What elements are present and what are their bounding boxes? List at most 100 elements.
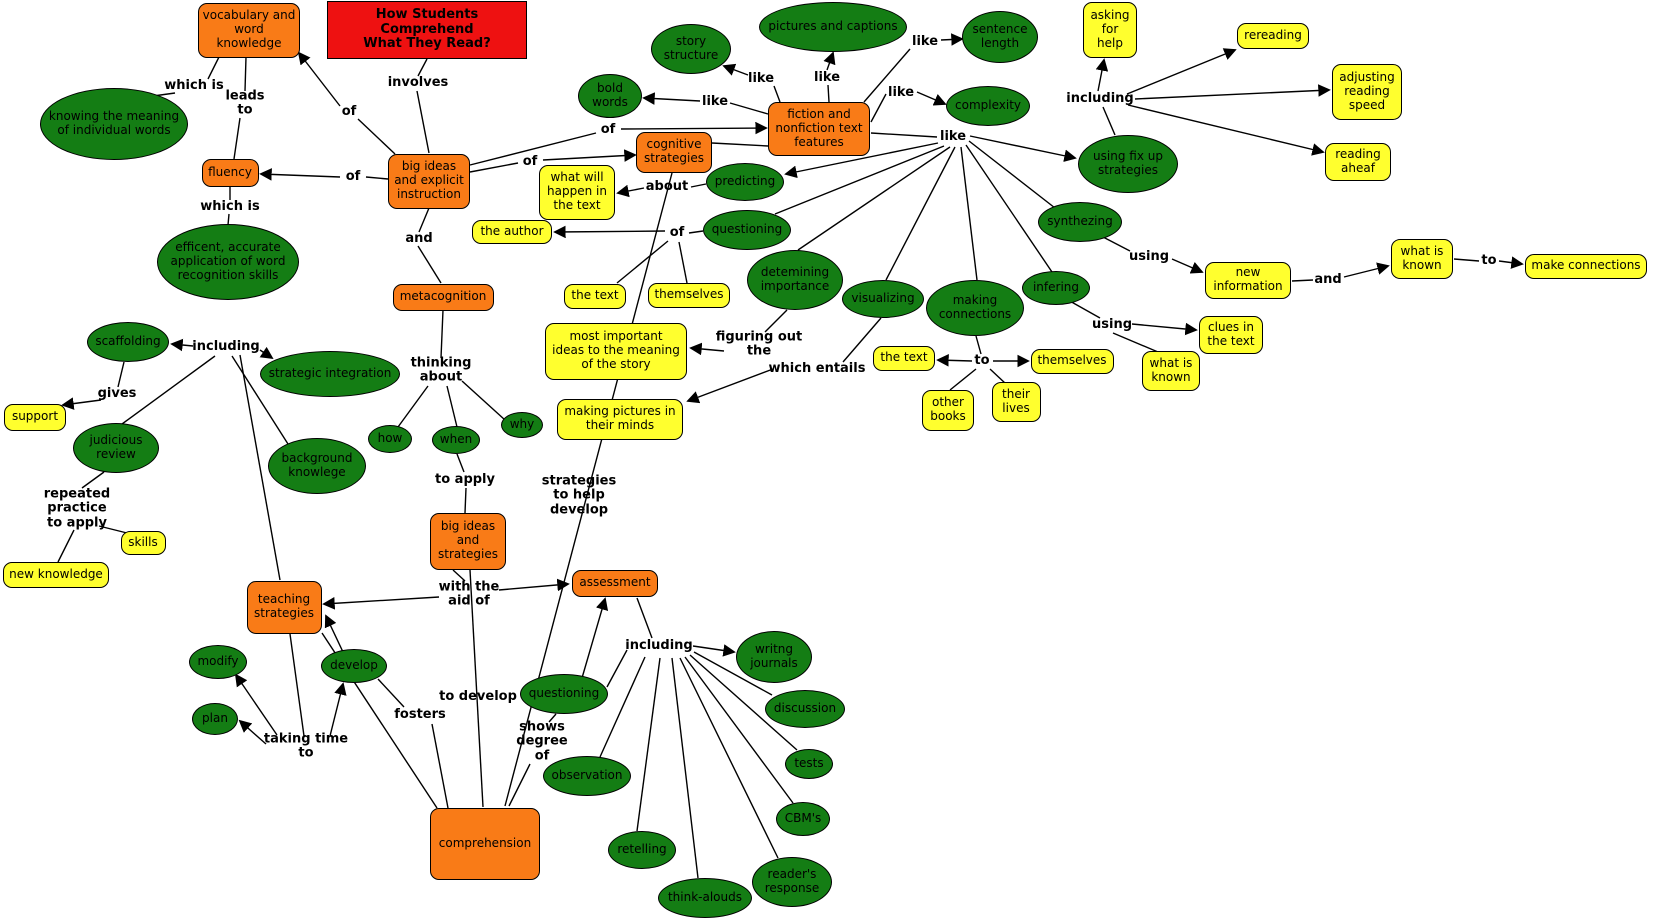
link-label-like-sentence[interactable]: like — [911, 33, 939, 49]
link-label-like-fan[interactable]: like — [939, 128, 967, 144]
link-label-strategies-to-help-develop[interactable]: strategies to help develop — [541, 473, 617, 518]
node-bold-words[interactable]: bold words — [578, 74, 642, 118]
node-make-connections[interactable]: make connections — [1525, 253, 1647, 279]
link-label-to-what-is-known[interactable]: to — [1481, 252, 1497, 268]
link-label-figuring-out-the[interactable]: figuring out the — [715, 329, 803, 359]
node-what-is-known-lower[interactable]: what is known — [1142, 351, 1200, 391]
link-label-to-develop[interactable]: to develop — [439, 688, 517, 704]
node-think-alouds[interactable]: think-alouds — [658, 878, 752, 918]
link-label-taking-time-to[interactable]: taking time to — [263, 731, 349, 761]
link-label-like-pictures[interactable]: like — [813, 69, 841, 85]
node-tests[interactable]: tests — [785, 749, 833, 779]
node-synthezing[interactable]: synthezing — [1038, 202, 1122, 242]
node-observation[interactable]: observation — [543, 756, 631, 796]
node-cognitive-strategies[interactable]: cognitive strategies — [636, 131, 712, 173]
node-detemining-importance[interactable]: detemining importance — [747, 250, 843, 310]
node-the-text-upper[interactable]: the text — [564, 283, 626, 309]
node-the-text-right[interactable]: the text — [873, 345, 935, 371]
node-support[interactable]: support — [4, 403, 66, 431]
node-most-important-ideas[interactable]: most important ideas to the meaning of t… — [545, 322, 687, 380]
node-focus-question[interactable]: How Students Comprehend What They Read? — [327, 1, 527, 59]
link-label-which-is-2[interactable]: which is — [200, 198, 260, 214]
link-label-repeated-practice[interactable]: repeated practice to apply — [43, 486, 111, 531]
node-why[interactable]: why — [501, 412, 543, 438]
node-making-connections[interactable]: making connections — [926, 280, 1024, 336]
node-predicting[interactable]: predicting — [706, 163, 784, 201]
link-label-leads-to[interactable]: leads to — [225, 88, 265, 118]
link-label-using-synthezing[interactable]: using — [1128, 248, 1170, 264]
node-themselves-right[interactable]: themselves — [1030, 348, 1114, 374]
node-using-fix-up-strategies[interactable]: using fix up strategies — [1078, 135, 1178, 193]
node-other-books[interactable]: other books — [922, 389, 974, 431]
node-modify[interactable]: modify — [189, 645, 247, 679]
link-label-which-entails[interactable]: which entails — [768, 360, 866, 376]
node-knowing-meaning[interactable]: knowing the meaning of individual words — [40, 88, 188, 160]
node-strategic-integration[interactable]: strategic integration — [260, 351, 400, 397]
node-sentence-length[interactable]: sentence length — [962, 11, 1038, 63]
node-what-will-happen[interactable]: what will happen in the text — [539, 164, 615, 220]
node-scaffolding[interactable]: scaffolding — [87, 322, 169, 362]
node-the-author[interactable]: the author — [472, 220, 552, 244]
node-rereading[interactable]: rereading — [1237, 23, 1309, 49]
node-what-is-known-top[interactable]: what is known — [1391, 239, 1453, 279]
link-label-including-right[interactable]: including — [1066, 90, 1134, 106]
link-label-which-is-1[interactable]: which is — [164, 77, 224, 93]
link-label-gives[interactable]: gives — [97, 385, 137, 401]
link-label-of-vocab[interactable]: of — [341, 103, 357, 119]
link-label-about[interactable]: about — [645, 178, 689, 194]
node-discussion[interactable]: discussion — [765, 690, 845, 728]
node-fluency[interactable]: fluency — [201, 159, 259, 187]
node-their-lives[interactable]: their lives — [991, 382, 1041, 422]
link-label-of-cognitive[interactable]: of — [522, 153, 538, 169]
node-vocabulary-word-knowledge[interactable]: vocabulary and word knowledge — [198, 2, 300, 58]
node-develop[interactable]: develop — [321, 649, 387, 683]
node-questioning-bottom[interactable]: questioning — [520, 674, 608, 714]
link-label-to-apply[interactable]: to apply — [435, 471, 495, 487]
link-label-including-bottom[interactable]: including — [625, 637, 693, 653]
node-questioning-upper[interactable]: questioning — [703, 210, 791, 250]
node-how[interactable]: how — [368, 425, 412, 453]
node-pictures-and-captions[interactable]: pictures and captions — [759, 2, 907, 52]
node-fiction-nonfiction-text-features[interactable]: fiction and nonfiction text features — [768, 102, 870, 156]
node-comprehension[interactable]: comprehension — [430, 808, 540, 880]
link-label-shows-degree-of[interactable]: shows degree of — [516, 719, 568, 764]
node-when[interactable]: when — [432, 426, 480, 454]
node-big-ideas-explicit-instruction[interactable]: big ideas and explicit instruction — [388, 153, 470, 209]
node-teaching-strategies[interactable]: teaching strategies — [246, 580, 322, 634]
link-label-of-questioning[interactable]: of — [669, 224, 685, 240]
node-efficent-accurate[interactable]: efficent, accurate application of word r… — [157, 224, 299, 300]
node-plan[interactable]: plan — [192, 703, 238, 735]
node-new-knowledge[interactable]: new knowledge — [3, 562, 109, 588]
node-themselves-upper[interactable]: themselves — [648, 282, 730, 308]
node-story-structure[interactable]: story structure — [651, 24, 731, 74]
node-assessment[interactable]: assessment — [572, 569, 658, 597]
link-label-of-fiction[interactable]: of — [600, 121, 616, 137]
node-clues-in-the-text[interactable]: clues in the text — [1199, 316, 1263, 354]
link-label-and-1[interactable]: and — [405, 230, 433, 246]
node-readers-response[interactable]: reader's response — [752, 857, 832, 907]
node-background-knowlege[interactable]: background knowlege — [268, 438, 366, 494]
link-label-like-story[interactable]: like — [747, 70, 775, 86]
node-writng-journals[interactable]: writng journals — [736, 631, 812, 683]
node-retelling[interactable]: retelling — [608, 831, 676, 869]
node-making-pictures[interactable]: making pictures in their minds — [557, 398, 683, 440]
link-label-involves[interactable]: involves — [387, 74, 449, 90]
node-big-ideas-and-strategies[interactable]: big ideas and strategies — [430, 512, 506, 570]
node-complexity[interactable]: complexity — [946, 86, 1030, 126]
link-label-to-making-connections[interactable]: to — [974, 352, 990, 368]
link-label-including-left[interactable]: including — [192, 338, 260, 354]
node-judicious-review[interactable]: judicious review — [73, 423, 159, 473]
node-adjusting-reading-speed[interactable]: adjusting reading speed — [1332, 64, 1402, 120]
link-label-using-infering[interactable]: using — [1091, 316, 1133, 332]
node-visualizing[interactable]: visualizing — [842, 280, 924, 318]
link-label-thinking-about[interactable]: thinking about — [410, 355, 472, 385]
link-label-like-complexity[interactable]: like — [887, 84, 915, 100]
node-metacognition[interactable]: metacognition — [392, 283, 494, 311]
node-infering[interactable]: infering — [1022, 271, 1090, 305]
node-new-information[interactable]: new information — [1205, 261, 1291, 299]
node-cbms[interactable]: CBM's — [776, 802, 830, 836]
link-label-and-2[interactable]: and — [1314, 271, 1342, 287]
link-label-fosters[interactable]: fosters — [394, 706, 446, 722]
node-reading-aheaf[interactable]: reading aheaf — [1325, 143, 1391, 181]
node-skills[interactable]: skills — [120, 531, 166, 555]
